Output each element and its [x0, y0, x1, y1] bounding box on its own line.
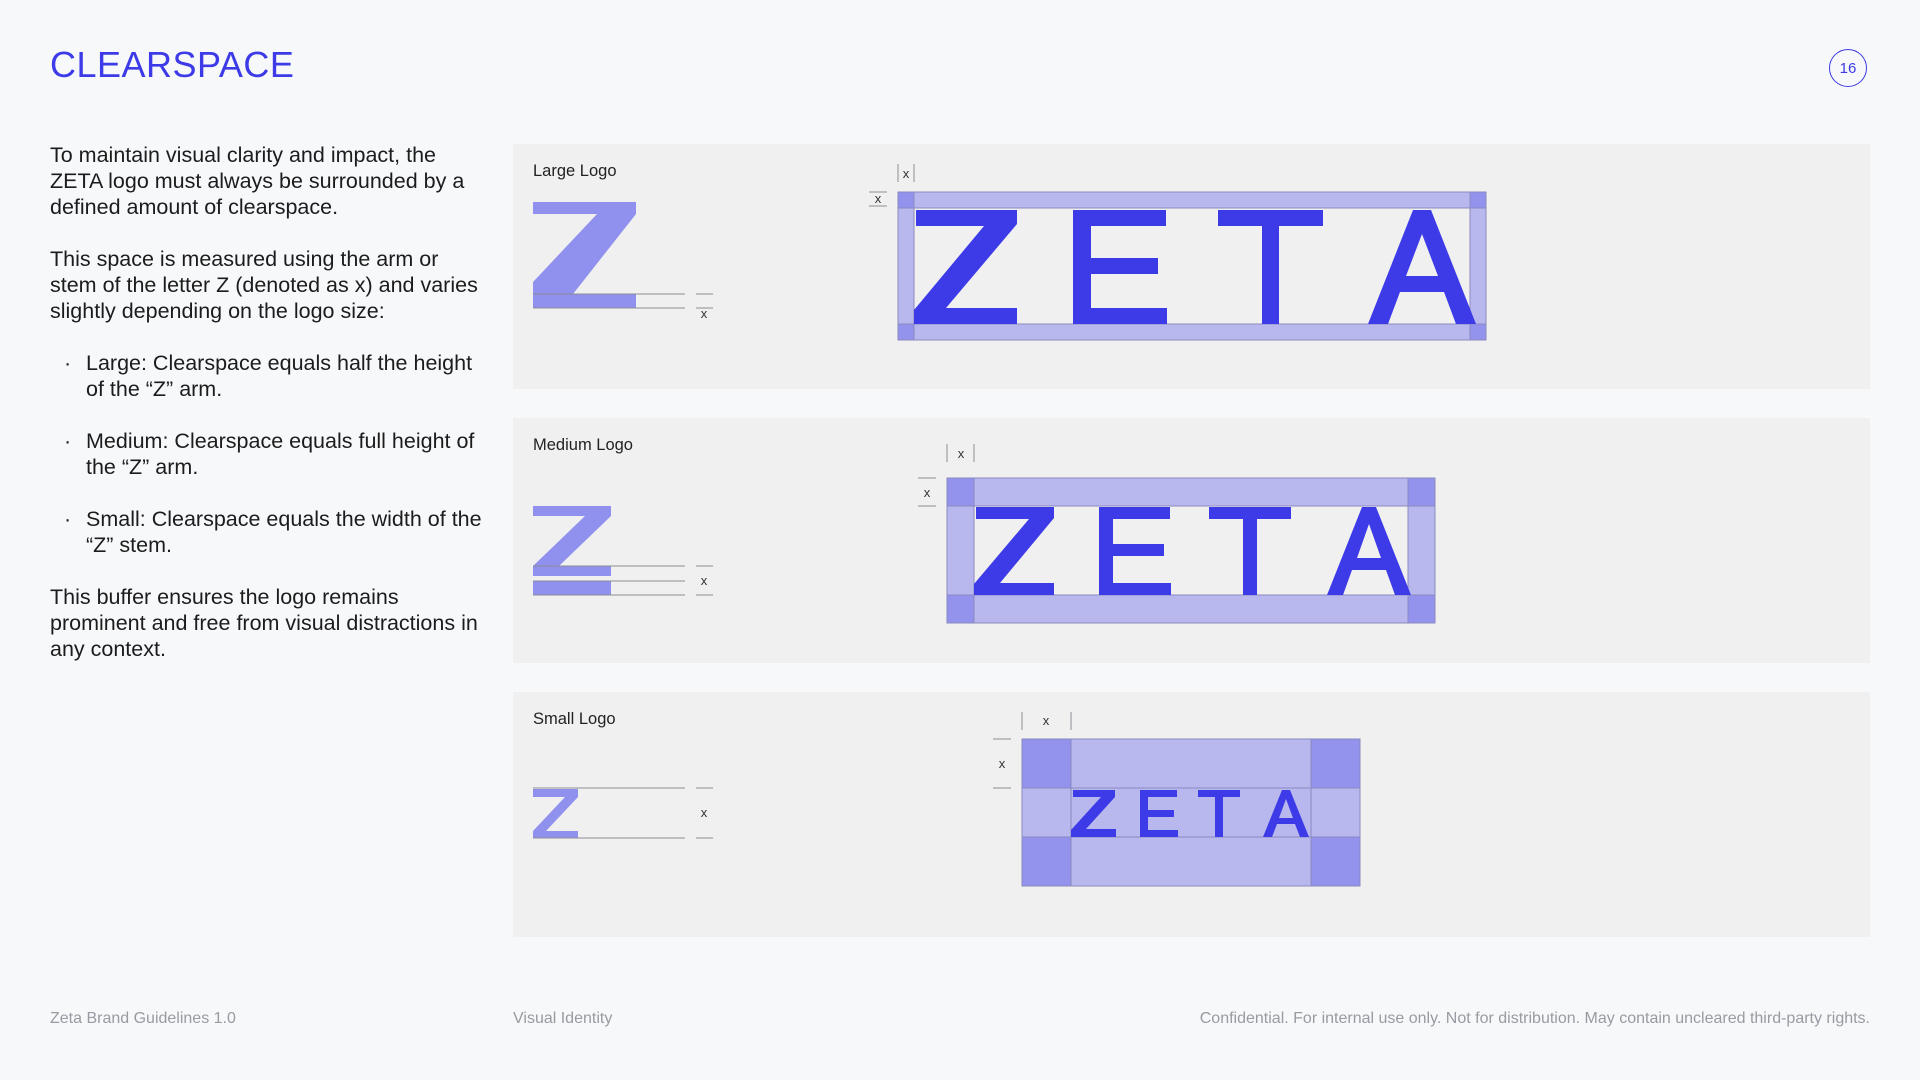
bullet-small: Small: Clearspace equals the width of th…: [86, 507, 482, 557]
z-reference-glyph: [533, 202, 636, 294]
clearspace-area: [1021, 738, 1361, 887]
x-measure-label: x: [1043, 713, 1050, 728]
letter-e: [1140, 790, 1178, 837]
medium-logo-panel: x x x Medium Logo: [513, 418, 1870, 663]
page-number-badge: 16: [1829, 49, 1867, 87]
medium-logo-label: Medium Logo: [533, 436, 633, 454]
letter-a-counter: [1406, 234, 1438, 276]
large-logo-diagram: x x x: [533, 164, 1487, 341]
list-item: · Small: Clearspace equals the width of t…: [50, 506, 490, 558]
corner-square: [1310, 836, 1361, 887]
size-rules-list: · Large: Clearspace equals half the heigh…: [50, 350, 490, 558]
bullet-icon: ·: [64, 507, 72, 531]
corner-square: [897, 191, 915, 209]
intro-paragraph-1: To maintain visual clarity and impact, t…: [50, 143, 465, 219]
x-measure-label: x: [701, 306, 708, 321]
letter-z: [914, 210, 1017, 324]
large-logo-label: Large Logo: [533, 162, 617, 180]
letter-z: [1071, 790, 1116, 837]
corner-square: [946, 594, 975, 624]
medium-logo-diagram: x x x: [533, 444, 1436, 624]
x-measure-label: x: [701, 805, 708, 820]
corner-square: [946, 477, 975, 507]
letter-t: [1209, 507, 1291, 595]
corner-square: [1469, 323, 1487, 341]
footer-confidentiality-notice: Confidential. For internal use only. Not…: [1199, 1010, 1870, 1027]
z-arm-highlight: [533, 581, 611, 595]
bullet-medium: Medium: Clearspace equals full height of…: [86, 429, 475, 479]
zeta-wordmark: [914, 210, 1476, 324]
z-reference-glyph: [533, 506, 611, 576]
letter-z: [974, 507, 1054, 595]
intro-paragraph-2: This space is measured using the arm or …: [50, 247, 478, 323]
page-number: 16: [1839, 59, 1857, 77]
corner-square: [1469, 191, 1487, 209]
corner-square: [897, 323, 915, 341]
zeta-wordmark: [974, 507, 1411, 595]
letter-t: [1218, 210, 1323, 324]
bullet-icon: ·: [64, 351, 72, 375]
x-measure-label: x: [958, 446, 965, 461]
x-measure-label: x: [701, 573, 708, 588]
intro-paragraph-3: This buffer ensures the logo remains pro…: [50, 585, 478, 661]
x-measure-label: x: [924, 485, 931, 500]
corner-square: [1407, 477, 1436, 507]
z-reference-glyph: [533, 789, 578, 838]
page-title: CLEARSPACE: [50, 44, 295, 85]
bullet-icon: ·: [64, 429, 72, 453]
corner-square: [1021, 836, 1072, 887]
letter-a-counter: [1357, 524, 1381, 558]
intro-text: To maintain visual clarity and impact, t…: [50, 142, 490, 688]
footer-section-name: Visual Identity: [513, 1010, 613, 1027]
bullet-large: Large: Clearspace equals half the height…: [86, 351, 473, 401]
list-item: · Medium: Clearspace equals full height o…: [50, 428, 490, 480]
zeta-wordmark: [1071, 790, 1309, 837]
footer-document-title: Zeta Brand Guidelines 1.0: [50, 1010, 236, 1027]
corner-square: [1310, 738, 1361, 789]
z-arm-highlight: [533, 294, 636, 308]
letter-t: [1198, 790, 1240, 837]
x-measure-label: x: [903, 166, 910, 181]
small-logo-panel: x x x Small Logo: [513, 692, 1870, 937]
small-logo-diagram: x x x: [533, 712, 1361, 887]
small-logo-label: Small Logo: [533, 710, 616, 728]
letter-e: [1099, 507, 1171, 595]
letter-e: [1073, 210, 1167, 324]
corner-square: [1407, 594, 1436, 624]
list-item: · Large: Clearspace equals half the heigh…: [50, 350, 490, 402]
x-measure-label: x: [999, 756, 1006, 771]
x-measure-label: x: [875, 191, 882, 206]
letter-a-counter: [1279, 799, 1293, 818]
corner-square: [1021, 738, 1072, 789]
large-logo-panel: x x x Large Logo: [513, 144, 1870, 389]
